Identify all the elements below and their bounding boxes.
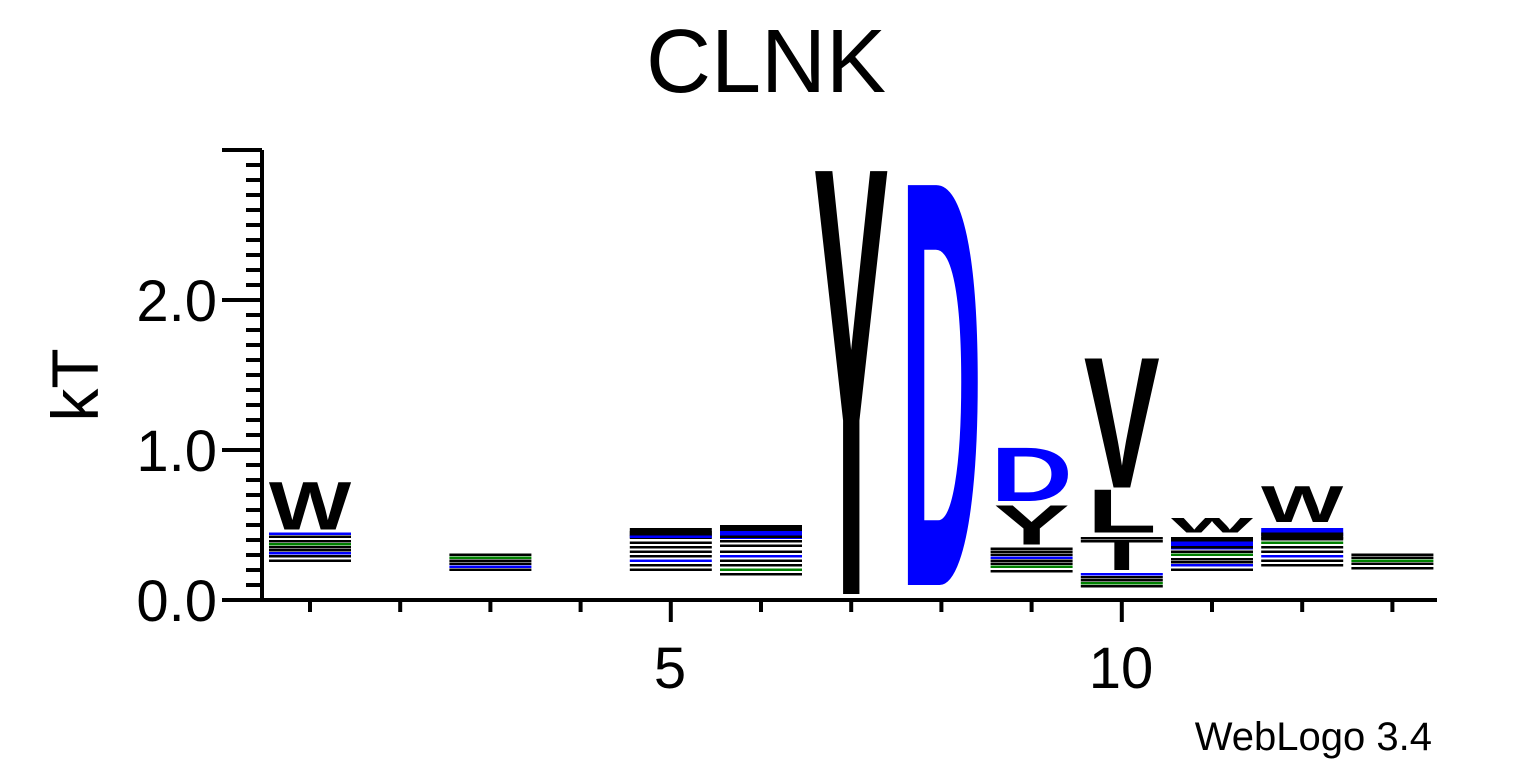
x-tick-label-10: 10 bbox=[1089, 636, 1154, 701]
y-axis-label: kT bbox=[38, 348, 112, 421]
logo-letter-y: Y bbox=[813, 38, 889, 725]
residue-strip bbox=[720, 555, 802, 558]
residue-strip bbox=[629, 531, 712, 539]
residue-strip bbox=[1261, 541, 1344, 544]
y-tick-label-0: 0.0 bbox=[136, 569, 217, 634]
residue-strip bbox=[1261, 550, 1344, 553]
weblogo-credit: WebLogo 3.4 bbox=[1195, 715, 1432, 759]
logo-letter-v: V bbox=[1084, 318, 1160, 527]
residue-strip bbox=[629, 559, 712, 562]
residue-strip bbox=[1171, 561, 1253, 564]
residue-strip bbox=[720, 535, 802, 538]
residue-strip bbox=[1261, 537, 1344, 540]
residue-strip bbox=[629, 546, 712, 549]
y-tick-label-2: 2.0 bbox=[136, 269, 217, 334]
logo-letter-y: Y bbox=[994, 494, 1070, 557]
residue-strip bbox=[990, 562, 1073, 565]
residue-strip bbox=[720, 540, 802, 543]
logo-letter-l: L bbox=[1087, 477, 1157, 546]
residue-strip bbox=[990, 556, 1073, 559]
residue-strip bbox=[1080, 537, 1163, 540]
residue-strip bbox=[1261, 546, 1344, 549]
logo-letter-w: W bbox=[269, 467, 352, 544]
residue-strip bbox=[269, 559, 351, 562]
residue-strip bbox=[269, 540, 351, 543]
residue-strip bbox=[1080, 579, 1163, 582]
logo-letter-w: W bbox=[1171, 514, 1254, 537]
residue-strip bbox=[449, 562, 532, 565]
residue-strip bbox=[269, 555, 351, 558]
residue-strip bbox=[269, 532, 351, 535]
residue-strip bbox=[990, 547, 1073, 550]
residue-strip bbox=[720, 573, 802, 576]
residue-strip bbox=[1171, 537, 1253, 545]
residue-strip bbox=[1351, 556, 1434, 559]
residue-strip bbox=[269, 535, 351, 538]
residue-strip bbox=[1171, 553, 1253, 556]
residue-strip bbox=[1080, 573, 1163, 576]
residue-strip bbox=[269, 546, 351, 549]
residue-strip bbox=[990, 553, 1073, 556]
chart-title: CLNK bbox=[646, 12, 886, 112]
logo-letter-i: I bbox=[1108, 532, 1136, 579]
residue-strip bbox=[449, 568, 532, 571]
residue-strip bbox=[1171, 558, 1253, 561]
residue-strip bbox=[720, 550, 802, 553]
residue-strip bbox=[1080, 582, 1163, 585]
residue-strip bbox=[1171, 550, 1253, 553]
residue-strip bbox=[629, 555, 712, 558]
residue-strip bbox=[1261, 559, 1344, 562]
residue-strip bbox=[449, 559, 532, 562]
residue-strip bbox=[720, 525, 802, 533]
residue-strip bbox=[449, 553, 532, 556]
residue-strip bbox=[629, 564, 712, 567]
residue-strip bbox=[720, 564, 802, 567]
residue-strip bbox=[629, 535, 712, 538]
residue-strip bbox=[1351, 562, 1434, 565]
residue-strip bbox=[1080, 540, 1163, 543]
residue-strip bbox=[449, 556, 532, 559]
residue-strip bbox=[269, 549, 351, 552]
residue-strip bbox=[629, 541, 712, 544]
residue-strip bbox=[1261, 555, 1344, 558]
residue-strip bbox=[1261, 528, 1344, 536]
axis-ticks bbox=[222, 148, 1395, 622]
residue-strip bbox=[1261, 564, 1344, 567]
residue-strip bbox=[990, 570, 1073, 573]
residue-strip bbox=[720, 544, 802, 547]
residue-strip bbox=[720, 568, 802, 571]
minor-residue-marks bbox=[269, 525, 1434, 588]
residue-strip bbox=[1080, 576, 1163, 579]
residue-strip bbox=[1351, 553, 1434, 556]
residue-strip bbox=[990, 559, 1073, 562]
logo-letter-d: D bbox=[990, 431, 1072, 517]
residue-strip bbox=[720, 559, 802, 562]
y-tick-label-1: 1.0 bbox=[136, 419, 217, 484]
residue-strip bbox=[269, 552, 351, 555]
residue-strip bbox=[1261, 532, 1344, 541]
logo-letter-w: W bbox=[1261, 476, 1344, 534]
residue-strip bbox=[629, 550, 712, 553]
logo-letter-d: D bbox=[900, 59, 982, 709]
residue-strip bbox=[1351, 559, 1434, 562]
residue-strip bbox=[1171, 541, 1253, 550]
residue-strip bbox=[1171, 564, 1253, 567]
residue-strip bbox=[269, 543, 351, 546]
residue-strip bbox=[449, 565, 532, 568]
residue-strip bbox=[1171, 546, 1253, 549]
residue-strip bbox=[1351, 567, 1434, 570]
residue-strip bbox=[720, 531, 802, 539]
residue-strip bbox=[1080, 585, 1163, 588]
residue-strip bbox=[1171, 568, 1253, 571]
residue-strip bbox=[990, 565, 1073, 568]
residue-strip bbox=[629, 568, 712, 571]
residue-strip bbox=[990, 550, 1073, 553]
x-tick-label-5: 5 bbox=[654, 636, 686, 701]
